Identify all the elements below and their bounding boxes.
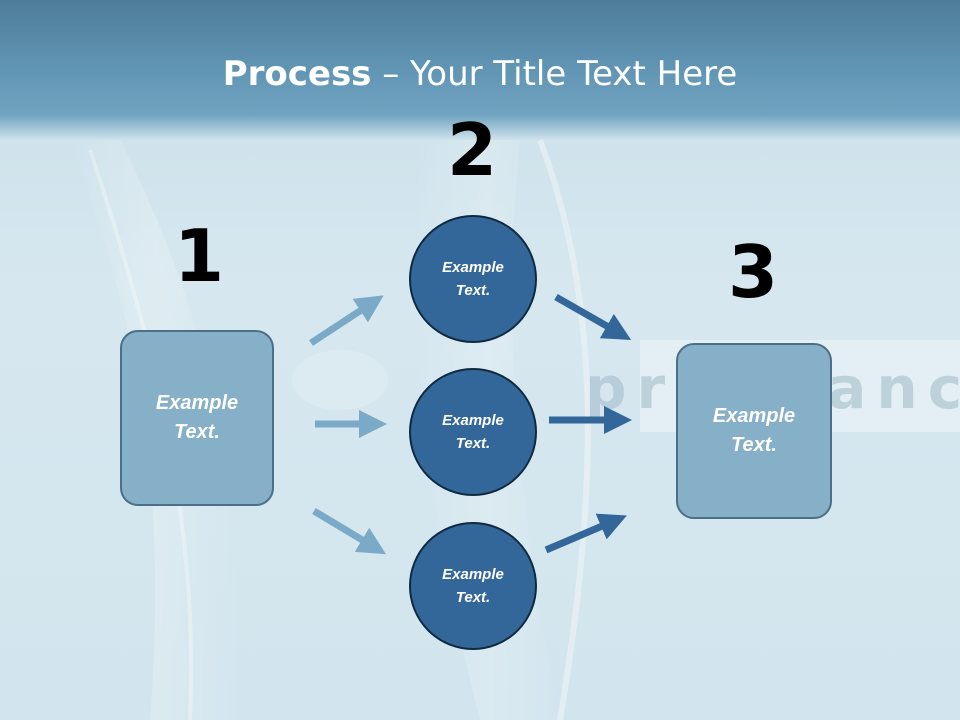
middle-circle-middle: Example Text. xyxy=(409,368,537,496)
middle-circle-bottom: Example Text. xyxy=(409,522,537,650)
arrow-top-to-end xyxy=(554,293,632,340)
title-banner xyxy=(0,0,960,140)
step-number-3: 3 xyxy=(727,230,779,314)
step-number-2: 2 xyxy=(446,108,498,192)
start-box: Example Text. xyxy=(120,330,274,506)
arrow-bottom-to-end xyxy=(544,513,627,554)
middle-circle-top: Example Text. xyxy=(409,215,537,343)
title-bold: Process xyxy=(222,54,372,94)
title-rest: – Your Title Text Here xyxy=(371,54,738,94)
arrow-start-to-bottom xyxy=(312,507,387,555)
slide-title: Process – Your Title Text Here xyxy=(0,54,960,94)
arrow-start-to-top xyxy=(309,295,384,346)
step-number-1: 1 xyxy=(173,214,225,298)
end-box: Example Text. xyxy=(676,343,832,519)
